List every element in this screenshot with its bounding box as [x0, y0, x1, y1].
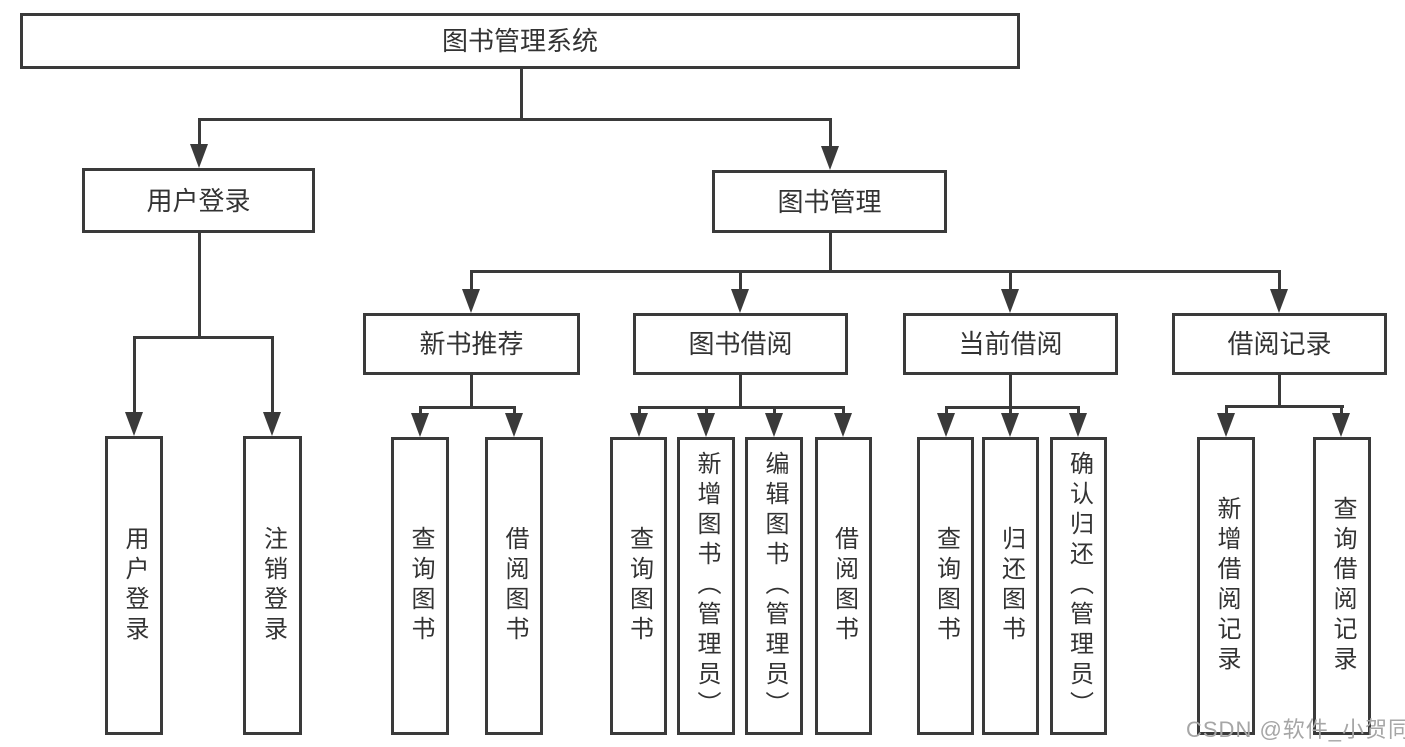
branch-box-book-management: 图书管理: [712, 170, 947, 233]
connector-line: [1278, 375, 1281, 408]
connector-arrow: [125, 412, 143, 436]
leaf-box-query-books-1: 查询图书: [391, 437, 449, 735]
branch-box-new-book-recommendation: 新书推荐: [363, 313, 580, 375]
leaf-label: 确认归还（管理员）: [1065, 451, 1093, 721]
leaf-label: 新增借阅记录: [1213, 496, 1240, 676]
connector-arrow: [1217, 413, 1235, 437]
connector-arrow: [765, 413, 783, 437]
connector-line: [705, 406, 708, 416]
leaf-label: 注销登录: [259, 525, 287, 646]
leaf-box-confirm-return-admin: 确认归还（管理员）: [1050, 437, 1107, 735]
connector-line: [1278, 270, 1281, 291]
leaf-box-edit-books-admin: 编辑图书（管理员）: [745, 437, 803, 735]
connector-line: [1225, 405, 1228, 416]
connector-line: [945, 406, 1080, 409]
connector-arrow: [937, 413, 955, 437]
leaf-box-query-books-3: 查询图书: [917, 437, 974, 735]
connector-line: [513, 406, 516, 416]
leaf-label: 查询图书: [932, 526, 960, 646]
branch-box-borrowing-records: 借阅记录: [1172, 313, 1387, 375]
connector-line: [829, 118, 832, 148]
connector-line: [470, 270, 473, 291]
connector-line: [1340, 405, 1343, 416]
connector-arrow: [462, 289, 480, 313]
leaf-box-add-books-admin: 新增图书（管理员）: [677, 437, 735, 735]
leaf-label: 查询图书: [625, 526, 653, 646]
connector-line: [198, 233, 201, 339]
leaf-box-query-books-2: 查询图书: [610, 437, 667, 735]
connector-arrow: [821, 146, 839, 170]
connector-line: [470, 375, 473, 409]
connector-line: [945, 406, 948, 416]
connector-line: [1009, 375, 1012, 409]
connector-line: [419, 406, 516, 409]
connector-arrow: [1001, 289, 1019, 313]
connector-arrow: [697, 413, 715, 437]
leaf-label: 新增图书（管理员）: [693, 451, 720, 721]
connector-line: [739, 270, 742, 291]
connector-line: [419, 406, 422, 416]
leaf-box-borrow-books-1: 借阅图书: [485, 437, 543, 735]
connector-line: [520, 69, 523, 121]
connector-arrow: [190, 144, 208, 168]
connector-arrow: [1332, 413, 1350, 437]
leaf-box-return-books: 归还图书: [982, 437, 1039, 735]
leaf-label: 查询图书: [407, 526, 434, 646]
connector-arrow: [731, 289, 749, 313]
leaf-box-logout: 注销登录: [243, 436, 302, 735]
connector-line: [1009, 406, 1012, 416]
leaf-label: 查询借阅记录: [1329, 496, 1356, 676]
leaf-label: 编辑图书（管理员）: [761, 451, 788, 721]
connector-line: [470, 270, 1281, 273]
connector-arrow: [630, 413, 648, 437]
leaf-box-borrow-books-2: 借阅图书: [815, 437, 872, 735]
csdn-watermark: CSDN @软件_小贺同学: [1186, 717, 1405, 742]
leaf-label: 用户登录: [121, 525, 148, 646]
connector-arrow: [1069, 413, 1087, 437]
leaf-label: 借阅图书: [830, 526, 858, 646]
leaf-label: 借阅图书: [501, 526, 528, 646]
leaf-label: 归还图书: [997, 526, 1025, 646]
branch-box-book-borrowing: 图书借阅: [633, 313, 848, 375]
leaf-box-add-borrow-record: 新增借阅记录: [1197, 437, 1255, 735]
connector-arrow: [263, 412, 281, 436]
connector-line: [133, 336, 274, 339]
connector-arrow: [505, 413, 523, 437]
connector-line: [638, 406, 845, 409]
connector-line: [842, 406, 845, 416]
connector-line: [1225, 405, 1344, 408]
connector-line: [739, 375, 742, 409]
connector-line: [198, 118, 201, 146]
connector-line: [1077, 406, 1080, 416]
branch-box-user-login: 用户登录: [82, 168, 315, 233]
connector-arrow: [1270, 289, 1288, 313]
leaf-box-query-borrow-record: 查询借阅记录: [1313, 437, 1371, 735]
connector-arrow: [411, 413, 429, 437]
connector-line: [271, 336, 274, 413]
branch-box-current-borrowing: 当前借阅: [903, 313, 1118, 375]
connector-arrow: [834, 413, 852, 437]
connector-line: [638, 406, 641, 416]
connector-line: [198, 118, 832, 121]
root-box-library-system: 图书管理系统: [20, 13, 1020, 69]
connector-line: [773, 406, 776, 416]
leaf-box-user-login: 用户登录: [105, 436, 163, 735]
connector-line: [133, 336, 136, 413]
connector-line: [829, 233, 832, 273]
connector-line: [1009, 270, 1012, 291]
connector-arrow: [1001, 413, 1019, 437]
